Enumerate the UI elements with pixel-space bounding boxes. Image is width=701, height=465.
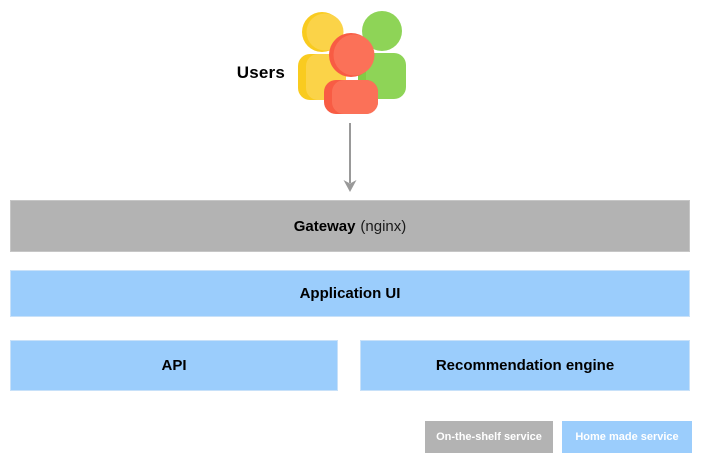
arrow-down-icon: [343, 123, 357, 192]
recommendation-engine-node: Recommendation engine: [360, 340, 690, 391]
api-title: API: [161, 357, 187, 374]
application-ui-title: Application UI: [299, 285, 401, 302]
person-red-icon: [324, 33, 378, 114]
gateway-node: Gateway (nginx): [10, 200, 690, 252]
legend-home-made-service: Home made service: [562, 421, 692, 453]
recommendation-engine-title: Recommendation engine: [435, 357, 615, 374]
gateway-title: Gateway: [293, 217, 356, 235]
gateway-subtitle: (nginx): [360, 217, 407, 235]
api-node: API: [10, 340, 338, 391]
legend-on-the-shelf-service: On-the-shelf service: [425, 421, 553, 453]
users-icon: [298, 11, 406, 114]
application-ui-node: Application UI: [10, 270, 690, 317]
users-label: Users: [236, 63, 285, 82]
